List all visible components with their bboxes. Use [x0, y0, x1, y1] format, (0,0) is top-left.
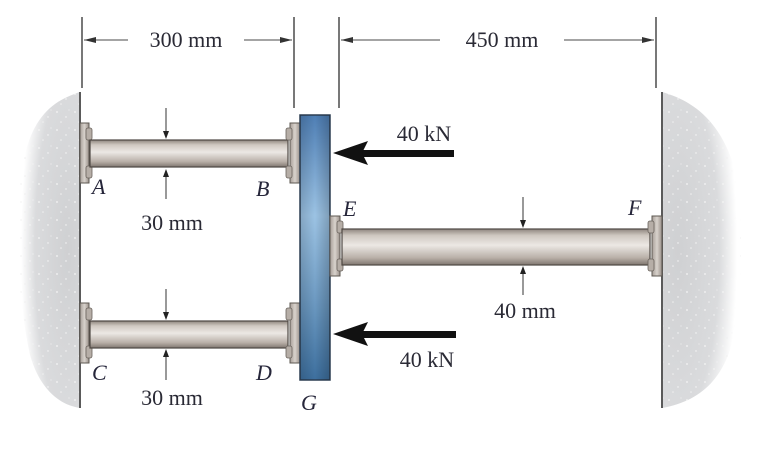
diameter-label-ab: 30 mm [141, 210, 203, 235]
lower-load-label: 40 kN [400, 347, 455, 372]
point-label-c: C [92, 360, 107, 385]
dimension-450mm: 450 mm [338, 17, 657, 108]
diameter-indicator-ab: 30 mm [141, 108, 203, 235]
rod-ef [329, 215, 663, 277]
point-label-a: A [90, 174, 106, 199]
diameter-label-cd: 30 mm [141, 385, 203, 410]
rigid-plate-g [299, 114, 331, 381]
diameter-indicator-ef: 40 mm [494, 197, 556, 323]
diameter-label-ef: 40 mm [494, 298, 556, 323]
diameter-indicator-cd: 30 mm [141, 289, 203, 410]
left-wall-support [17, 92, 81, 408]
point-label-f: F [627, 195, 642, 220]
point-label-e: E [342, 196, 357, 221]
dimension-label-450mm: 450 mm [466, 27, 539, 52]
rod-ab [79, 122, 301, 184]
point-label-d: D [255, 360, 272, 385]
dimension-300mm: 300 mm [81, 17, 295, 108]
dimension-label-300mm: 300 mm [150, 27, 223, 52]
upper-load-label: 40 kN [397, 121, 452, 146]
upper-load-arrow: 40 kN [333, 121, 454, 165]
point-label-g: G [301, 390, 317, 415]
point-label-b: B [256, 176, 269, 201]
right-wall-support [661, 92, 742, 408]
lower-load-arrow: 40 kN [333, 322, 456, 372]
rod-cd [79, 302, 301, 364]
